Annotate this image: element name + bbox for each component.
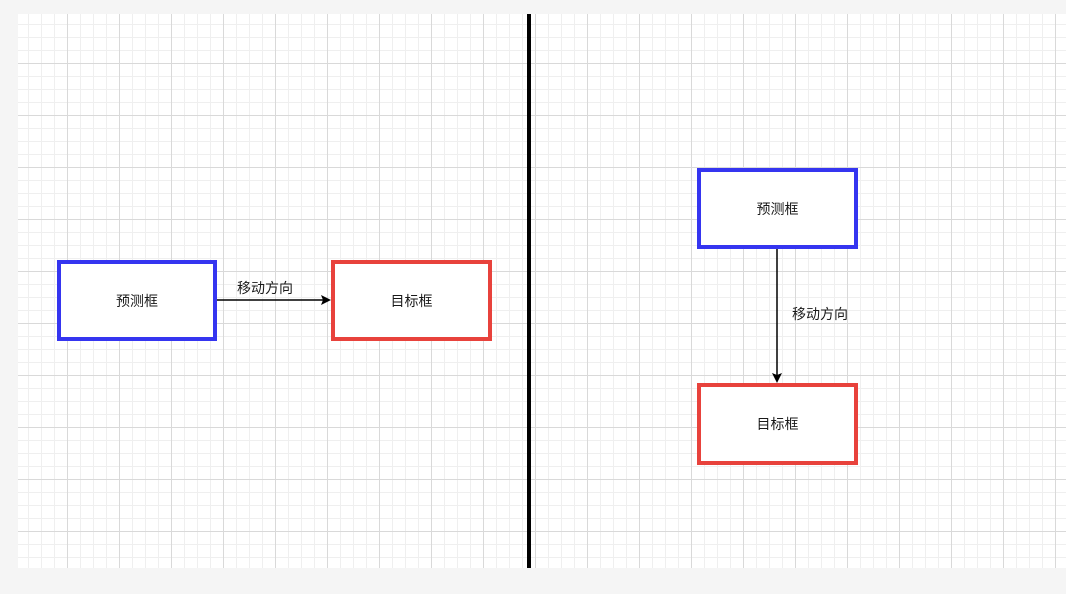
- right-target-box-label: 目标框: [756, 417, 799, 433]
- left-target-box: 目标框: [331, 260, 492, 341]
- left-arrow-label: 移动方向: [237, 281, 293, 297]
- left-predicted-box-label: 预测框: [116, 293, 158, 310]
- right-target-box: 目标框: [697, 383, 858, 465]
- right-arrow-label: 移动方向: [792, 307, 848, 323]
- panel-divider: [527, 14, 531, 568]
- left-predicted-box: 预测框: [57, 260, 217, 341]
- right-move-arrow: [772, 249, 782, 383]
- left-move-arrow: [217, 295, 331, 305]
- right-predicted-box: 预测框: [697, 168, 858, 249]
- left-target-box-label: 目标框: [390, 293, 433, 310]
- right-predicted-box-label: 预测框: [756, 201, 799, 218]
- diagram-canvas: [18, 14, 1066, 568]
